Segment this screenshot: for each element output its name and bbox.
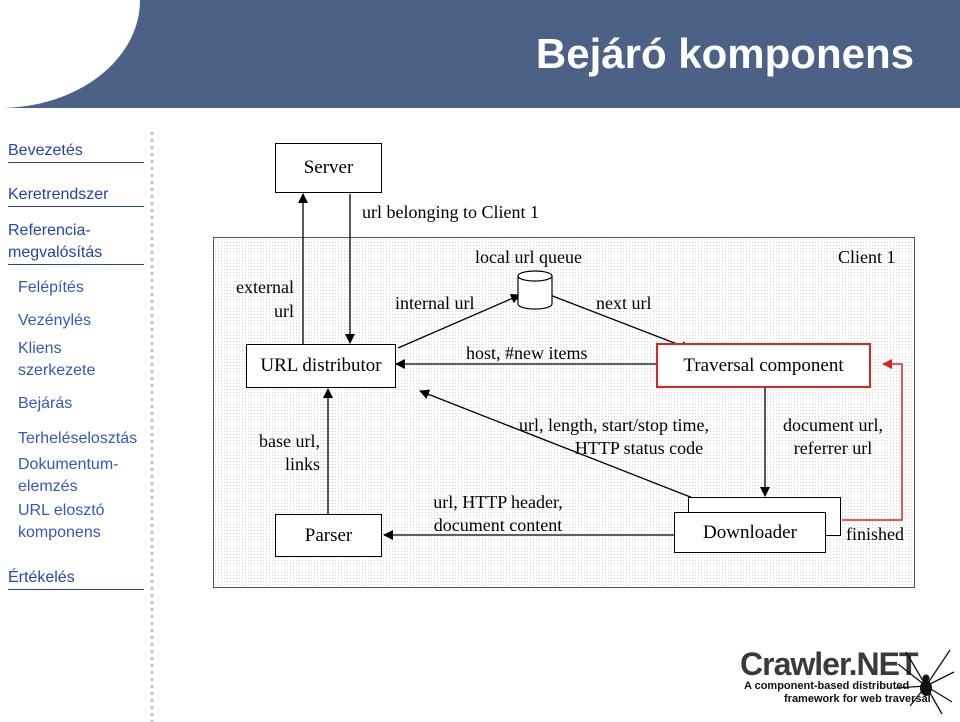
nav-terheleselosztas[interactable]: Terheléselosztás (18, 430, 138, 447)
client-1-label: Client 1 (838, 247, 896, 267)
local-queue-label: local url queue (475, 247, 582, 267)
base-url-label-line1: base url, (259, 431, 320, 451)
parser-label: Parser (304, 524, 353, 546)
internal-url-label: internal url (395, 293, 475, 313)
nav-url-eloszto-line1[interactable]: URL elosztó (18, 502, 105, 519)
external-url-label-line2: url (274, 301, 294, 321)
document-url-label-line2: referrer url (793, 438, 873, 458)
nav-bejaras[interactable]: Bejárás (18, 395, 73, 412)
base-url-label-line2: links (284, 454, 320, 474)
traversal-component-box: Traversal component (656, 343, 871, 388)
nav-ertekeles[interactable]: Értékelés (8, 567, 144, 590)
nav-dokumentum-line1[interactable]: Dokumentum- (18, 456, 119, 473)
nav-kliens-line2[interactable]: szerkezete (18, 362, 96, 379)
parser-box: Parser (275, 514, 382, 557)
nav-referencia-line2[interactable]: megvalósítás (8, 242, 144, 265)
nav-keretrendszer[interactable]: Keretrendszer (8, 184, 144, 207)
crawler-net-logo: Crawler.NET A component-based distribute… (740, 646, 955, 718)
arrow-finished (842, 359, 903, 521)
arrow-next-url (549, 294, 691, 351)
url-distributor-box: URL distributor (246, 344, 396, 388)
url-length-label-line1: url, length, start/stop time, (519, 415, 709, 435)
nav-vezenyles[interactable]: Vezénylés (18, 312, 91, 329)
url-header-label-line2: document content (433, 515, 563, 535)
next-url-label: next url (596, 293, 652, 313)
url-length-label-line2: HTTP status code (574, 438, 704, 458)
host-new-items-label: host, #new items (466, 343, 588, 363)
logo-tagline-line1: A component-based distributed (744, 680, 910, 692)
nav-bevezetes[interactable]: Bevezetés (8, 140, 144, 163)
downloader-box: Downloader (674, 512, 826, 553)
arrow-url-length (419, 389, 699, 501)
queue-cylinder-icon (517, 270, 553, 310)
title-bar: Bejáró komponens (0, 0, 960, 108)
arrow-internal-url (397, 294, 521, 349)
nav-kliens-line1[interactable]: Kliens (18, 340, 62, 357)
spider-icon (895, 649, 955, 715)
url-header-label-line1: url, HTTP header, (433, 492, 563, 512)
nav-dokumentum-line2[interactable]: elemzés (18, 478, 78, 495)
url-distributor-label: URL distributor (260, 355, 382, 376)
nav-divider (150, 130, 154, 722)
url-belonging-label: url belonging to Client 1 (362, 202, 539, 222)
page-title: Bejáró komponens (535, 30, 914, 77)
nav-referencia-line1[interactable]: Referencia- (8, 222, 91, 239)
finished-label: finished (846, 524, 904, 544)
nav-url-eloszto-line2[interactable]: komponens (18, 524, 101, 541)
traversal-component-label: Traversal component (683, 354, 844, 376)
external-url-label-line1: external (236, 277, 294, 297)
side-navigation: Bevezetés Keretrendszer Referencia- megv… (0, 130, 150, 600)
server-label: Server (303, 157, 354, 178)
logo-name: Crawler.NET (740, 646, 919, 682)
document-url-label-line1: document url, (783, 415, 883, 435)
logo-tagline-line2: framework for web traversal (784, 693, 931, 705)
downloader-label: Downloader (703, 521, 797, 543)
nav-felepites[interactable]: Felépítés (18, 279, 84, 296)
server-box: Server (275, 143, 382, 193)
